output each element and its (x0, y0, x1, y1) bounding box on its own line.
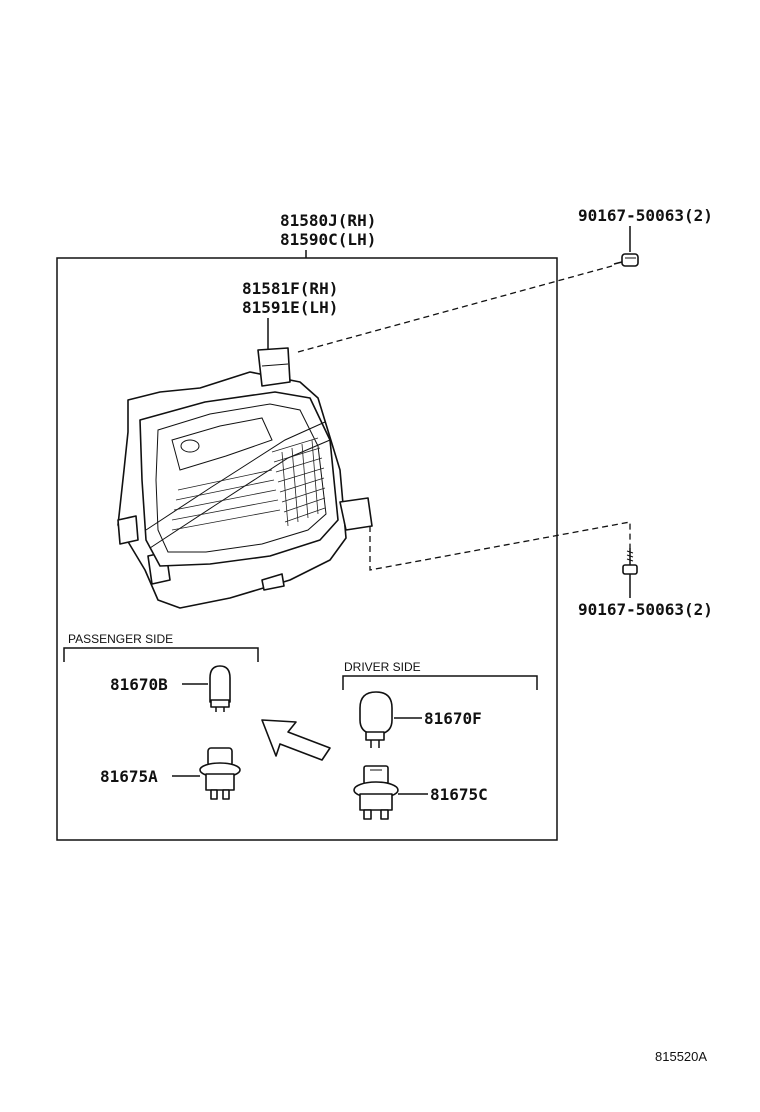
direction-arrow-icon (261, 719, 331, 761)
screw-top-icon[interactable] (613, 253, 639, 267)
screw-bottom-icon[interactable] (622, 548, 638, 575)
lamp-assy-lh-label[interactable]: 81590C(LH) (280, 230, 376, 249)
driver-side-caption: DRIVER SIDE (344, 660, 421, 674)
passenger-socket-icon[interactable] (199, 747, 241, 800)
driver-bulb-label[interactable]: 81670F (424, 709, 482, 728)
diagram-code: 815520A (655, 1049, 707, 1064)
passenger-side-caption: PASSENGER SIDE (68, 632, 173, 646)
driver-bulb-icon[interactable] (359, 691, 393, 748)
passenger-socket-label[interactable]: 81675A (100, 767, 158, 786)
lens-lh-label[interactable]: 81591E(LH) (242, 298, 338, 317)
screw-top-label[interactable]: 90167-50063(2) (578, 206, 713, 225)
driver-socket-icon[interactable] (353, 765, 399, 820)
top-screw-guide (297, 265, 613, 353)
passenger-bulb-icon[interactable] (209, 665, 231, 712)
passenger-bulb-label[interactable]: 81670B (110, 675, 168, 694)
lamp-assy-rh-label[interactable]: 81580J(RH) (280, 211, 376, 230)
passenger-side-bracket (63, 647, 259, 662)
driver-side-bracket (342, 675, 538, 690)
lens-hatch (171, 437, 326, 531)
bottom-screw-guide (369, 516, 631, 571)
driver-socket-label[interactable]: 81675C (430, 785, 488, 804)
lens-rh-label[interactable]: 81581F(RH) (242, 279, 338, 298)
turn-signal-lamp-icon[interactable] (117, 347, 373, 609)
screw-bottom-label[interactable]: 90167-50063(2) (578, 600, 713, 619)
assembly-frame (56, 257, 558, 841)
